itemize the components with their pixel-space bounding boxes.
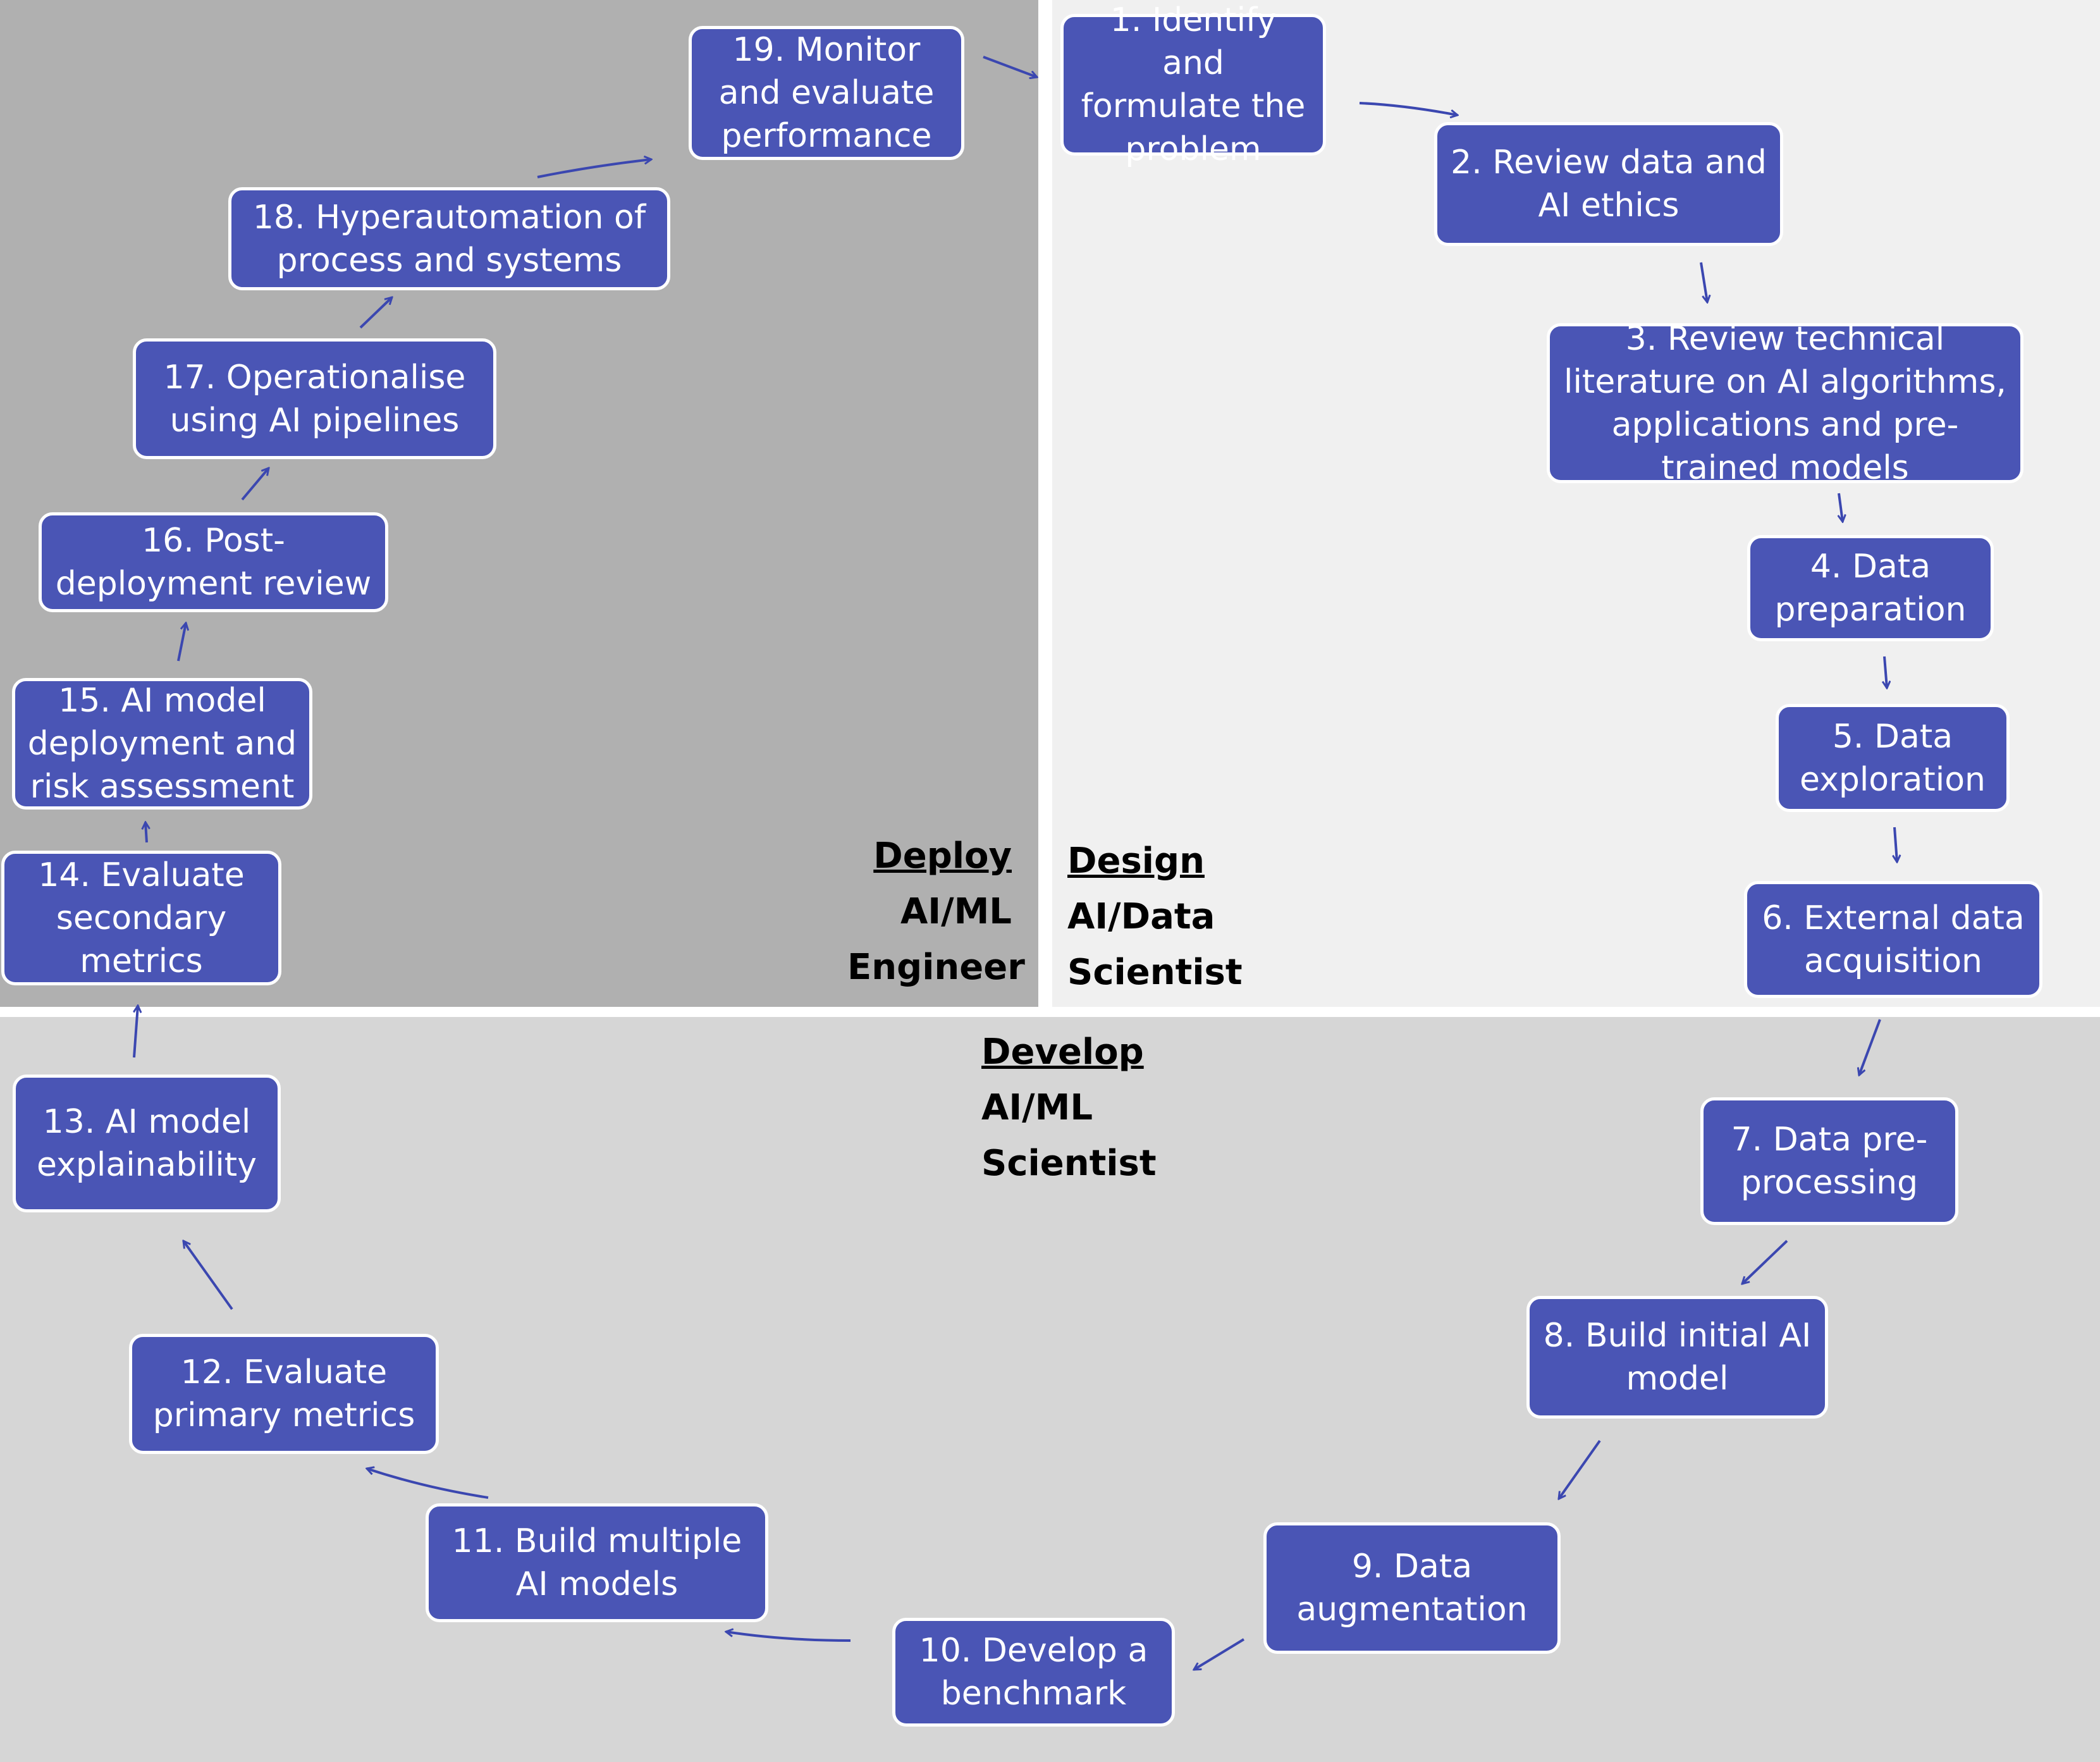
deploy-region bbox=[0, 0, 1038, 1007]
develop-role-label: Develop AI/ML Scientist bbox=[981, 1025, 1157, 1192]
step-9-box: 9. Data augmentation bbox=[1263, 1522, 1561, 1654]
step-19-box: 19. Monitor and evaluate performance bbox=[689, 26, 964, 160]
step-13-box: 13. AI model explainability bbox=[13, 1075, 281, 1212]
step-8-box: 8. Build initial AI model bbox=[1526, 1296, 1828, 1419]
develop-heading: Develop bbox=[981, 1032, 1144, 1073]
step-6-box: 6. External data acquisition bbox=[1744, 881, 2042, 998]
step-11-box: 11. Build multiple AI models bbox=[426, 1503, 768, 1622]
step-3-box: 3. Review technical literature on AI alg… bbox=[1547, 320, 2023, 487]
step-5-box: 5. Data exploration bbox=[1776, 704, 2010, 812]
step-12-box: 12. Evaluate primary metrics bbox=[129, 1334, 439, 1454]
step-4-box: 4. Data preparation bbox=[1747, 535, 1994, 641]
step-7-box: 7. Data pre- processing bbox=[1700, 1097, 1958, 1225]
step-17-box: 17. Operationalise using AI pipelines bbox=[133, 338, 496, 459]
step-16-box: 16. Post- deployment review bbox=[39, 512, 388, 612]
deploy-role-label: Deploy AI/ML Engineer bbox=[847, 829, 1025, 995]
design-heading: Design bbox=[1067, 841, 1205, 882]
design-role-line1: AI/Data bbox=[1067, 896, 1215, 937]
design-role-label: Design AI/Data Scientist bbox=[1067, 834, 1243, 1001]
step-2-box: 2. Review data and AI ethics bbox=[1434, 122, 1783, 246]
develop-role-line1: AI/ML bbox=[981, 1087, 1093, 1128]
step-15-box: 15. AI model deployment and risk assessm… bbox=[12, 678, 312, 810]
deploy-role-line1: AI/ML bbox=[900, 891, 1012, 932]
step-14-box: 14. Evaluate secondary metrics bbox=[1, 851, 281, 985]
step-10-box: 10. Develop a benchmark bbox=[892, 1618, 1175, 1727]
step-1-box: 1. Identify and formulate the problem bbox=[1060, 1, 1326, 168]
deploy-heading: Deploy bbox=[873, 835, 1012, 877]
develop-role-line2: Scientist bbox=[981, 1143, 1157, 1184]
deploy-role-line2: Engineer bbox=[847, 947, 1025, 988]
design-role-line2: Scientist bbox=[1067, 952, 1243, 993]
step-18-box: 18. Hyperautomation of process and syste… bbox=[228, 187, 670, 290]
